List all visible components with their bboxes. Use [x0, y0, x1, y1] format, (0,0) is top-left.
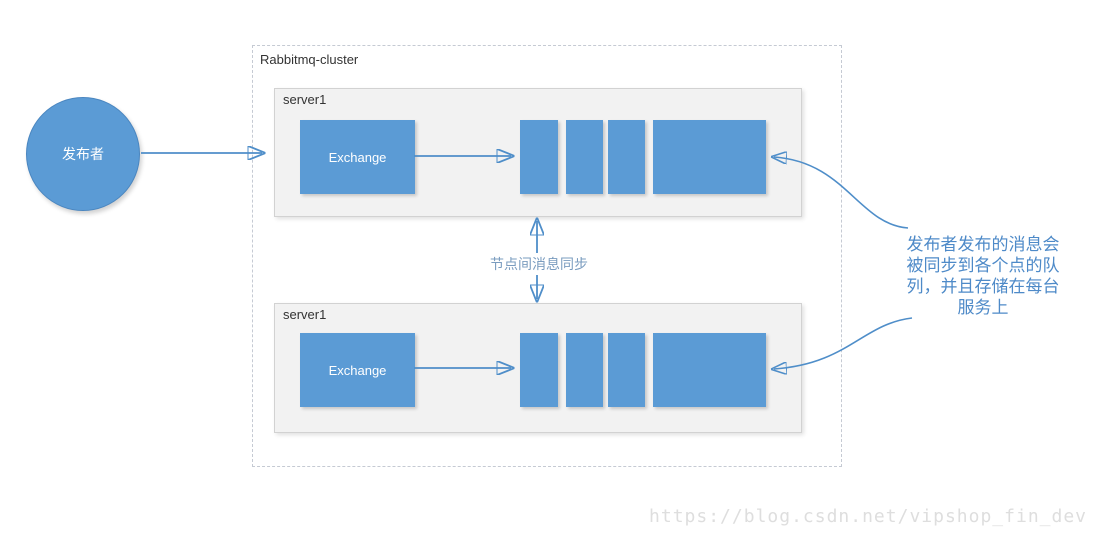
- queue-segment: [608, 120, 645, 194]
- annotation-line: 服务上: [957, 298, 1009, 317]
- rabbitmq-cluster-box: Rabbitmq-cluster: [252, 45, 842, 467]
- publisher-label: 发布者: [62, 146, 104, 162]
- annotation-line: 被同步到各个点的队: [906, 256, 1060, 275]
- annotation-line: 列，并且存储在每台: [906, 277, 1060, 296]
- queue-segment: [520, 333, 558, 407]
- server-box-bottom: server1 Exchange: [274, 303, 802, 433]
- watermark-url: https://blog.csdn.net/vipshop_fin_dev: [649, 506, 1087, 527]
- node-sync-label: 节点间消息同步: [487, 253, 591, 275]
- queue-segment: [653, 120, 766, 194]
- exchange-node: Exchange: [300, 120, 415, 194]
- exchange-label: Exchange: [328, 362, 387, 378]
- queue-segment: [653, 333, 766, 407]
- queue-segment: [566, 333, 603, 407]
- queue-segment: [566, 120, 603, 194]
- server-box-top: server1 Exchange: [274, 88, 802, 217]
- annotation-line: 发布者发布的消息会: [906, 235, 1060, 254]
- queue-segment: [520, 120, 558, 194]
- server-label: server1: [283, 92, 327, 107]
- queue-segment: [608, 333, 645, 407]
- annotation-text: 发布者发布的消息会 被同步到各个点的队 列，并且存储在每台 服务上: [897, 234, 1069, 318]
- cluster-label: Rabbitmq-cluster: [260, 52, 359, 67]
- publisher-node: 发布者: [26, 97, 140, 211]
- exchange-node: Exchange: [300, 333, 415, 407]
- exchange-label: Exchange: [328, 149, 387, 165]
- server-label: server1: [283, 307, 327, 322]
